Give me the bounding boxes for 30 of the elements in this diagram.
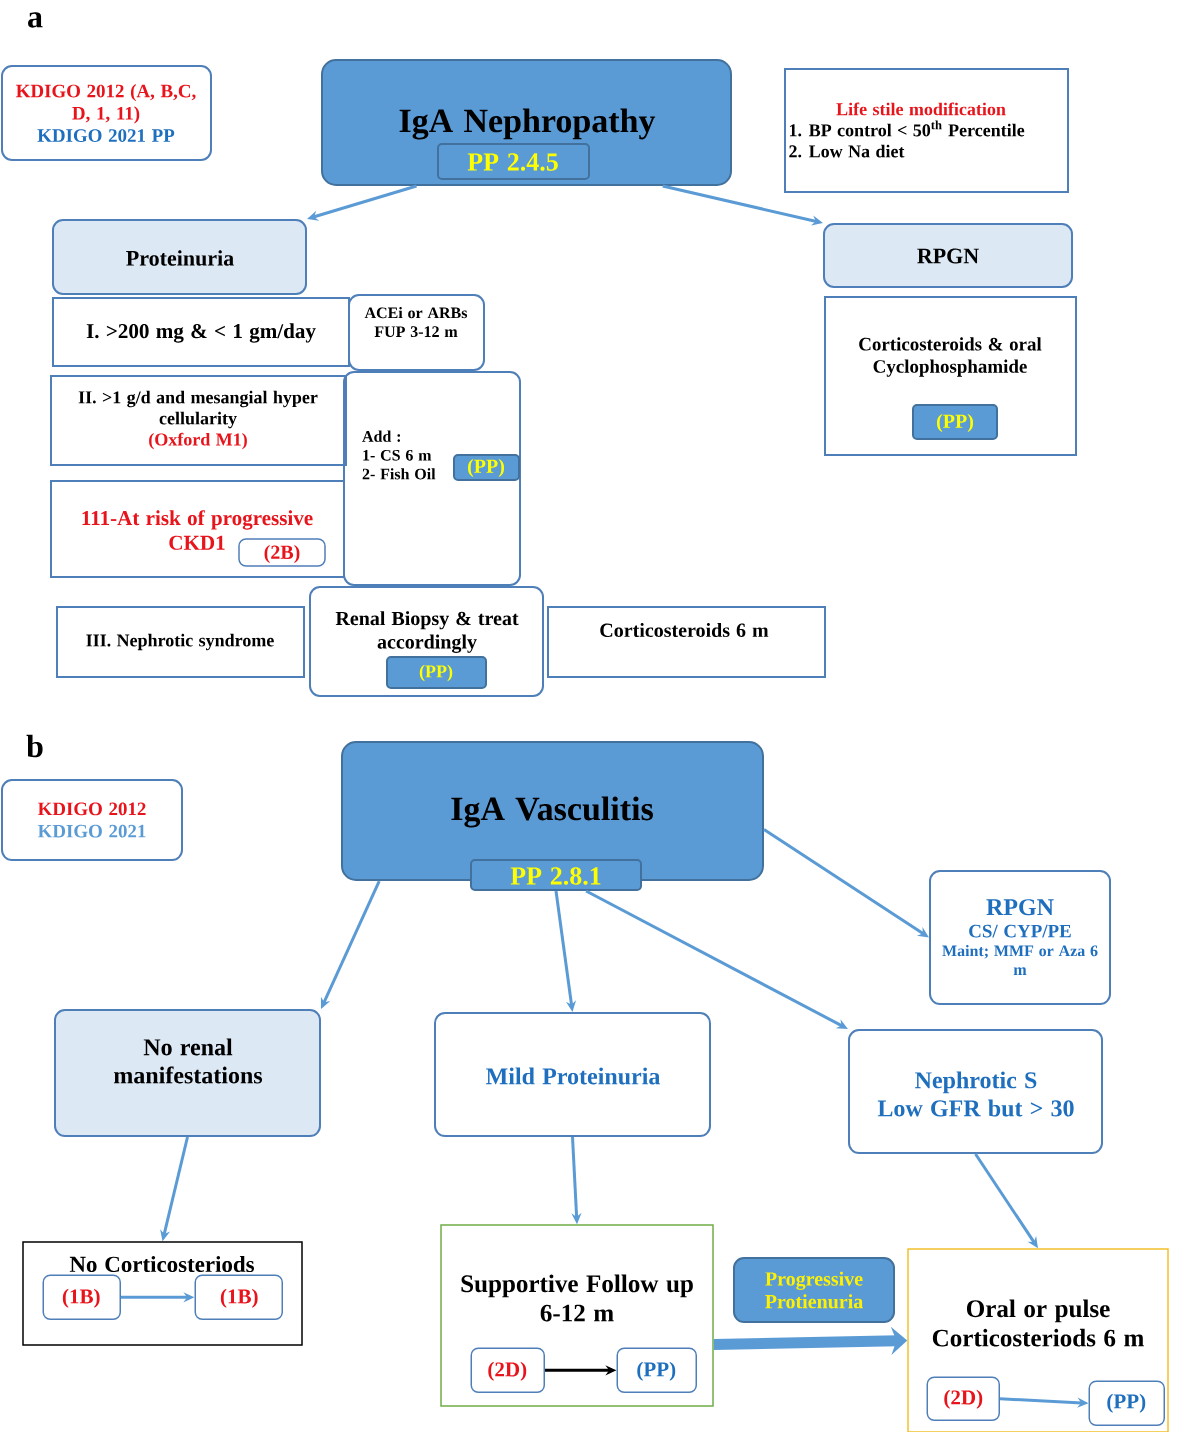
category-box: Nephrotic S Low GFR but > 30	[848, 1029, 1103, 1154]
category-box: Mild Proteinuria	[434, 1012, 711, 1137]
edge-label: Progressive Protienuria	[733, 1257, 895, 1323]
treatment-box: ACEi or ARBs FUP 3-12 m	[348, 294, 485, 371]
panel-letter: a	[28, 12, 43, 28]
category-box: Proteinuria	[52, 219, 307, 295]
criteria-box: II. >1 g/d and mesangial hyper cellularity (Oxford M1)	[50, 375, 347, 466]
grade-badge: (1B)	[42, 1274, 121, 1320]
criteria-box: III. Nephrotic syndrome	[56, 606, 305, 678]
category-box: RPGN	[823, 223, 1073, 288]
panel-letter: b	[26, 734, 43, 758]
treatment-box: RPGN CS/ CYP/PE Maint; MMF or Aza 6 m	[929, 870, 1111, 1005]
grade-badge: (PP)	[1088, 1380, 1165, 1426]
grade-badge: PP 2.4.5	[437, 143, 590, 180]
reference-box: KDIGO 2012 (A, B,C, D, 1, 11) KDIGO 2021 PP	[1, 65, 212, 161]
treatment-box: Corticosteroids 6 m	[547, 606, 826, 678]
grade-badge: (2D)	[926, 1376, 1000, 1421]
category-box: No renal manifestations	[54, 1009, 321, 1137]
arrow	[763, 828, 929, 938]
grade-badge: (PP)	[386, 656, 487, 689]
reference-box: KDIGO 2012 KDIGO 2021	[1, 779, 183, 861]
grade-badge: (1B)	[194, 1274, 283, 1320]
grade-badge: (PP)	[616, 1347, 697, 1393]
grade-badge: (PP)	[912, 404, 998, 440]
grade-badge: (2B)	[238, 538, 326, 567]
grade-badge: PP 2.8.1	[470, 859, 642, 891]
grade-badge: (PP)	[453, 454, 520, 481]
criteria-box: I. >200 mg & < 1 gm/day	[52, 297, 350, 367]
note-box: Life stile modification 1. BP control < 50$^{th}$ Percentile 2. Low Na diet	[784, 68, 1069, 193]
grade-badge: (2D)	[470, 1347, 545, 1393]
